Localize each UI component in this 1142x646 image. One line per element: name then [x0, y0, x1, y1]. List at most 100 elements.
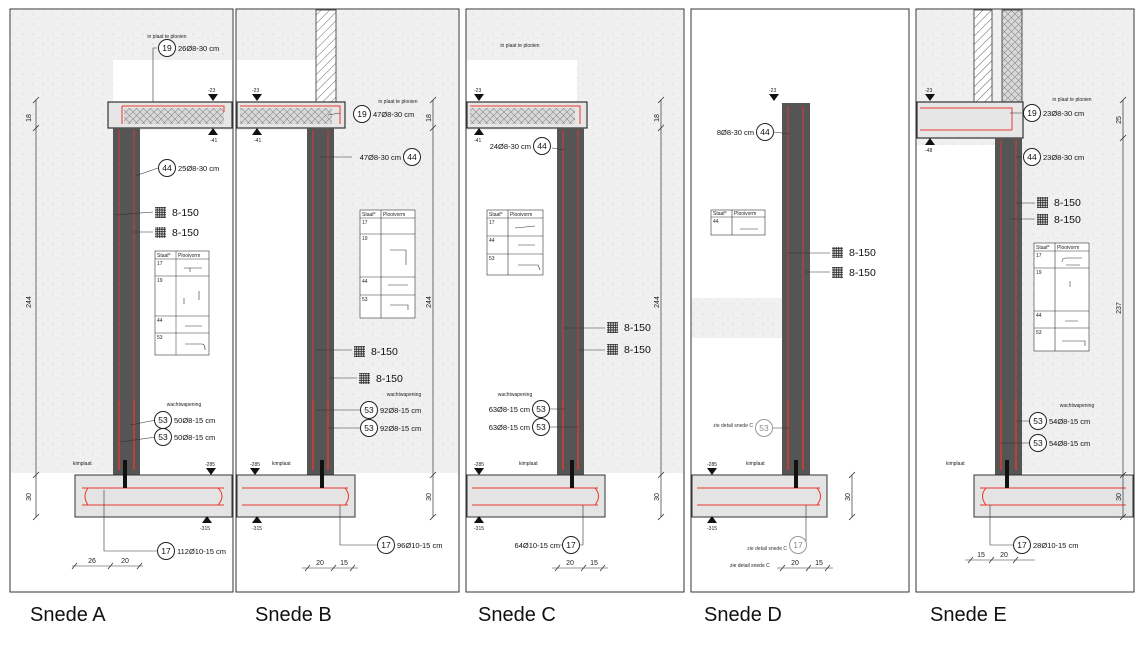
callout-number: 17: [793, 540, 803, 550]
section-caption: Snede C: [478, 604, 556, 626]
dim-ticks: [304, 564, 356, 572]
table-header: Staaf°: [489, 212, 503, 218]
bottom-dim: 20: [121, 558, 129, 565]
interior-space: [917, 145, 995, 473]
section-b: [235, 8, 460, 593]
background-area: [467, 60, 577, 102]
table-cell: 44: [713, 219, 719, 225]
bottom-dim: 20: [1000, 552, 1008, 559]
leader-lines: [773, 131, 830, 545]
callout-circle: [755, 419, 773, 437]
kimplaat-label: kimplaat: [746, 461, 765, 467]
callout-circle: [157, 542, 175, 560]
kimplaat-label: kimplaat: [946, 461, 965, 467]
bending-table: [1033, 242, 1090, 352]
mesh-icon: [155, 207, 166, 218]
callout-text: 25Ø8-30 cm: [178, 164, 219, 173]
dim-wall: 244: [426, 296, 433, 308]
dim-wall: 244: [26, 296, 33, 308]
table-header: Plooivorm: [1057, 245, 1079, 251]
level-value: -48: [925, 148, 932, 154]
callout-number: 53: [536, 404, 546, 414]
mesh-icon: [607, 344, 618, 355]
level-value: -285: [205, 462, 215, 468]
level-value: -315: [200, 526, 210, 532]
table-cell: 19: [1036, 270, 1042, 276]
rebar-starter: [312, 400, 329, 470]
callout-number: 19: [1027, 108, 1037, 118]
mesh-label: 8-150: [849, 247, 876, 259]
callout-circle: [353, 105, 371, 123]
table-header: Staaf°: [157, 253, 171, 259]
level-value: -23: [208, 88, 215, 94]
bottom-dim: 20: [566, 560, 574, 567]
level-value: -23: [769, 88, 776, 94]
section-a: [9, 8, 234, 593]
mesh-label: 8-150: [624, 344, 651, 356]
rebar-slab: [121, 105, 225, 124]
callout-number: 53: [1033, 438, 1043, 448]
dim-found: 30: [426, 493, 433, 501]
callout-circle: [789, 536, 807, 554]
dim-slab: 18: [654, 114, 661, 122]
kimplaat-label: kimplaat: [73, 461, 92, 467]
table-header: Staaf°: [1036, 245, 1050, 251]
callout-number: 17: [1017, 540, 1027, 550]
wall: [995, 138, 1022, 475]
bottom-dim: 26: [88, 558, 96, 565]
mesh-label: 8-150: [376, 373, 403, 385]
callout-text: 96Ø10-15 cm: [397, 541, 442, 550]
callout-number: 53: [1033, 416, 1043, 426]
section-d: [690, 8, 910, 593]
table-cell: 44: [362, 279, 368, 285]
rebar-starter: [118, 400, 135, 470]
callout-number: 53: [364, 405, 374, 415]
mesh-label: 8-150: [1054, 197, 1081, 209]
dim-ticks: [657, 96, 665, 521]
table-header: Plooivorm: [383, 212, 405, 218]
rebar-slab: [920, 107, 1013, 131]
callout-circle: [1029, 412, 1047, 430]
table-header: Plooivorm: [178, 253, 200, 259]
bottom-dim: 20: [316, 560, 324, 567]
wall: [557, 128, 584, 475]
mesh-labels: 8-150 8-150 8-150 8-150 8-150 8-150 8-15…: [172, 197, 1081, 385]
callout-circle: [1013, 536, 1031, 554]
dim-ticks: [848, 471, 856, 521]
dim-ticks: [429, 96, 437, 521]
kimplaat-strip: [794, 460, 798, 488]
table-cell: 53: [489, 256, 495, 262]
callout-circle: [403, 148, 421, 166]
bottom-dim: 15: [340, 560, 348, 567]
callout-circle: [756, 123, 774, 141]
wall: [307, 128, 334, 475]
note-top: in plaat te plooien: [1052, 97, 1091, 103]
callout-circle: [377, 536, 395, 554]
dim-found: 30: [845, 493, 852, 501]
level-value: -315: [474, 526, 484, 532]
rebar-foundation: [980, 487, 1126, 506]
callout-number: 17: [566, 540, 576, 550]
wall: [782, 103, 810, 475]
roof-slab: [916, 101, 1024, 139]
callout-text: 47Ø8-30 cm: [373, 110, 414, 119]
table-header: Staaf°: [713, 211, 727, 217]
callout-circle: [1023, 104, 1041, 122]
level-marker: [208, 94, 218, 101]
level-marker: [474, 128, 484, 135]
level-marker: [252, 128, 262, 135]
bending-table: [154, 250, 210, 356]
table-cell: 19: [157, 278, 163, 284]
callout-number: 53: [158, 432, 168, 442]
callout-texts: 26Ø8-30 cm 25Ø8-30 cm 50Ø8-15 cm 50Ø8-15…: [174, 44, 1090, 556]
dim-ticks: [1119, 96, 1127, 521]
leader-lines: [103, 47, 159, 552]
rebar-starter: [787, 400, 804, 470]
dim-found: 30: [1116, 493, 1123, 501]
dim-slab: 25: [1116, 116, 1123, 124]
cavity-wall-above: [1001, 9, 1023, 103]
dim-slab: 18: [426, 114, 433, 122]
table-cell: 44: [157, 318, 163, 324]
wachtwapening-label: wachtwapening: [1060, 403, 1095, 409]
kimplaat-label: kimplaat: [519, 461, 538, 467]
